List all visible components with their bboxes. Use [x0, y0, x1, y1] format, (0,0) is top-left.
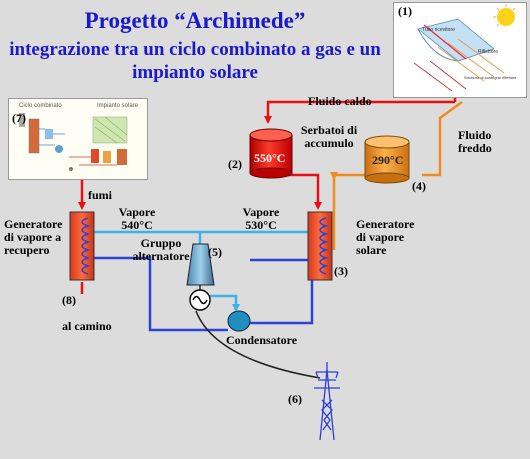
- label-number-6: (6): [288, 392, 302, 406]
- turbine: [186, 243, 215, 286]
- storage-tanks-label-line1: Serbatoi di: [300, 123, 358, 137]
- thumb-solar-tube: Tubo ricevitore: [422, 27, 455, 33]
- thumb-solar-support: Struttura di sostegno riflettore: [464, 75, 517, 80]
- label-number-5: (5): [208, 245, 222, 259]
- cold-tank-temperature: 290°C: [372, 153, 404, 167]
- cold-fluid-label-line1: Fluido: [458, 128, 492, 142]
- thumb-solar-reflector: Riflettore: [478, 49, 498, 55]
- steam-left-label-line1: Vapore: [118, 205, 156, 219]
- hot-storage-tank: [249, 128, 293, 179]
- cold-storage-tank: [364, 135, 410, 184]
- recovery-generator-label-line3: recupero: [4, 243, 50, 257]
- label-number-8: (8): [62, 293, 76, 307]
- steam-right-label-line1: Vapore: [242, 205, 280, 219]
- solar-collector-thumbnail: Tubo ricevitore Riflettore Struttura di …: [393, 2, 527, 98]
- solar-generator-label-line2: di vapore: [356, 230, 405, 244]
- label-number-3: (3): [334, 264, 348, 278]
- storage-tanks-label-line2: accumulo: [304, 136, 354, 150]
- label-number-1: (1): [398, 4, 412, 18]
- label-number-2: (2): [228, 157, 242, 171]
- steam-line: [92, 230, 312, 312]
- exhaust-gas-label: fumi: [88, 188, 112, 202]
- page-title: Progetto “Archimede”: [84, 8, 306, 33]
- label-number-4: (4): [412, 179, 426, 193]
- steam-left-label-line2: 540°C: [121, 218, 153, 232]
- generator-symbol: [189, 289, 211, 311]
- recovery-steam-generator: [69, 211, 95, 281]
- plant-thumbnail: Ciclo combinato Impianto solare: [8, 98, 148, 180]
- transmission-tower: [314, 362, 340, 441]
- power-cable: [195, 310, 321, 379]
- page-subtitle: integrazione tra un ciclo combinato a ga…: [9, 39, 381, 83]
- alternator-group-label-line2: alternatore: [132, 249, 190, 263]
- thumb-cycle-left: Ciclo combinato: [19, 103, 62, 109]
- solar-generator-label-line1: Generatore: [356, 217, 415, 231]
- condenser: [227, 310, 251, 332]
- condenser-label: Condensatore: [226, 333, 298, 347]
- recovery-generator-label-line1: Generatore: [4, 217, 63, 231]
- thumb-cycle-right: Impianto solare: [97, 103, 139, 109]
- cold-fluid-label-line2: freddo: [458, 141, 492, 155]
- alternator-group-label-line1: Gruppo: [140, 236, 182, 250]
- hot-tank-temperature: 550°C: [254, 151, 286, 165]
- water-line: [92, 256, 314, 332]
- solar-steam-generator: [307, 211, 333, 281]
- recovery-generator-label-line2: di vapore a: [4, 230, 62, 244]
- steam-right-label-line2: 530°C: [245, 218, 277, 232]
- label-number-7: (7): [12, 111, 26, 125]
- to-stack-label: al camino: [62, 319, 112, 333]
- solar-generator-label-line3: solare: [356, 243, 387, 257]
- hot-fluid-label: Fluido caldo: [308, 94, 372, 108]
